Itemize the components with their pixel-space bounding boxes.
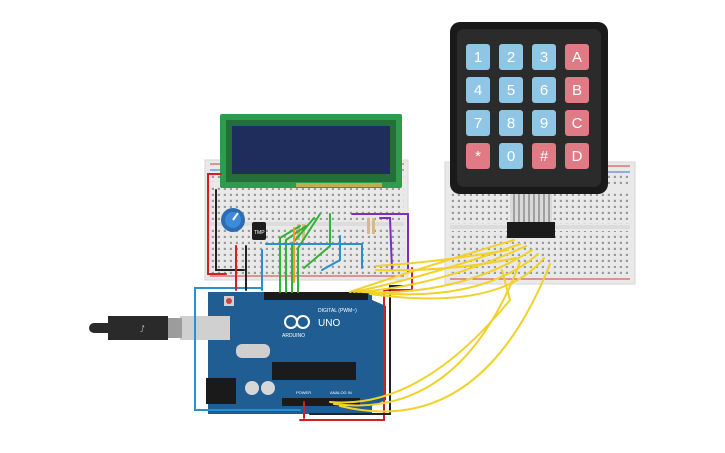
keypad-key[interactable]: 1	[466, 44, 490, 70]
keypad-key[interactable]: #	[532, 143, 556, 169]
power-jack[interactable]	[206, 378, 236, 404]
keypad-key-face[interactable]	[532, 110, 556, 136]
keypad-key[interactable]: 0	[499, 143, 523, 169]
keypad-key[interactable]: D	[565, 143, 589, 169]
keypad-key-label: C	[572, 115, 583, 132]
keypad-keys[interactable]: 1 2 3 A 4 5 6 B 7 8 9 C * 0 # D	[466, 44, 589, 169]
arduino-model: UNO	[318, 318, 340, 329]
keypad-key[interactable]: 9	[532, 110, 556, 136]
lcd-display[interactable]	[220, 114, 402, 188]
keypad-key-face[interactable]	[532, 44, 556, 70]
keypad-key-label: 4	[474, 82, 482, 99]
keypad-key-label: 9	[540, 115, 548, 132]
keypad-key[interactable]: *	[466, 143, 490, 169]
potentiometer[interactable]	[221, 208, 245, 232]
keypad-key-face[interactable]	[565, 44, 589, 70]
keypad-key[interactable]: 6	[532, 77, 556, 103]
keypad-key[interactable]: C	[565, 110, 589, 136]
keypad-key[interactable]: B	[565, 77, 589, 103]
keypad-key-label: #	[540, 148, 549, 165]
keypad-key[interactable]: 4	[466, 77, 490, 103]
keypad-key-label: 2	[507, 49, 515, 66]
keypad-key[interactable]: 3	[532, 44, 556, 70]
keypad-key-label: D	[572, 148, 583, 165]
keypad[interactable]: 1 2 3 A 4 5 6 B 7 8 9 C * 0 # D	[450, 22, 608, 238]
keypad-key[interactable]: 5	[499, 77, 523, 103]
keypad-key-face[interactable]	[532, 143, 556, 169]
lcd-pins	[296, 183, 382, 187]
keypad-key-face[interactable]	[466, 143, 490, 169]
keypad-key[interactable]: 2	[499, 44, 523, 70]
keypad-key-label: *	[475, 148, 481, 165]
keypad-key-face[interactable]	[466, 44, 490, 70]
keypad-key-label: B	[572, 82, 582, 99]
digital-header[interactable]	[264, 292, 368, 300]
keypad-key[interactable]: A	[565, 44, 589, 70]
keypad-key-label: 6	[540, 82, 548, 99]
keypad-key-label: 0	[507, 148, 515, 165]
keypad-key-face[interactable]	[466, 110, 490, 136]
keypad-key-label: 8	[507, 115, 515, 132]
keypad-key-label: 5	[507, 82, 515, 99]
arduino-uno[interactable]: ARDUINO UNO DIGITAL (PWM~) POWER ANALOG …	[206, 292, 386, 414]
keypad-key[interactable]: 7	[466, 110, 490, 136]
power-label: POWER	[296, 390, 311, 395]
keypad-key-face[interactable]	[565, 77, 589, 103]
usb-icon: ⭜	[140, 324, 145, 334]
keypad-key-label: 1	[474, 49, 482, 66]
digital-label: DIGITAL (PWM~)	[318, 308, 357, 314]
wires[interactable]	[194, 173, 551, 421]
keypad-key-face[interactable]	[466, 77, 490, 103]
analog-label: ANALOG IN	[330, 390, 352, 395]
atmega-chip	[272, 362, 356, 380]
keypad-key-label: A	[572, 49, 582, 66]
keypad-key-label: 3	[540, 49, 548, 66]
arduino-logo	[284, 315, 310, 329]
keypad-key[interactable]: 8	[499, 110, 523, 136]
arduino-brand: ARDUINO	[282, 333, 305, 339]
analog-header[interactable]	[282, 398, 360, 406]
keypad-key-face[interactable]	[499, 44, 523, 70]
keypad-key-face[interactable]	[565, 143, 589, 169]
keypad-key-face[interactable]	[499, 110, 523, 136]
tmp-label: TMP	[254, 230, 265, 236]
keypad-key-face[interactable]	[532, 77, 556, 103]
keypad-key-label: 7	[474, 115, 482, 132]
keypad-key-face[interactable]	[565, 110, 589, 136]
keypad-key-face[interactable]	[499, 143, 523, 169]
crystal	[236, 344, 270, 358]
keypad-key-face[interactable]	[499, 77, 523, 103]
temperature-sensor[interactable]: TMP	[252, 222, 266, 240]
keypad-ribbon-cable	[507, 194, 555, 238]
usb-cable[interactable]: ⭜	[89, 316, 230, 340]
